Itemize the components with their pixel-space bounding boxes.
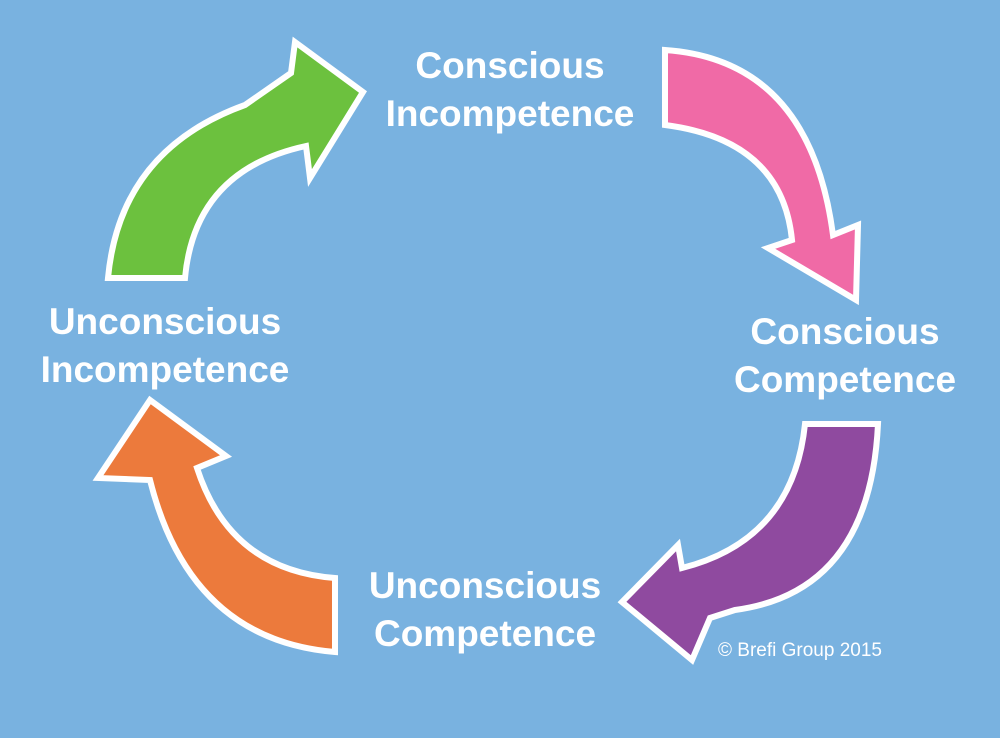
stage-label-line: Conscious [415,45,605,86]
purple-arrow [617,421,882,665]
stage-label-line: Competence [373,613,597,654]
stage-label-line: Incompetence [40,349,290,390]
stage-label-line: Conscious [750,311,940,352]
pink-arrow [662,46,862,306]
stage-label-line: Competence [733,359,957,400]
stage-unconscious-incompetence: Unconscious Incompetence [0,298,330,394]
stage-unconscious-competence: Unconscious Competence [320,562,650,658]
stage-conscious-incompetence: Conscious Incompetence [345,42,675,138]
stage-conscious-competence: Conscious Competence [690,308,1000,404]
stage-label-line: Incompetence [385,93,635,134]
stage-label-line: Unconscious [48,301,282,342]
stage-label-line: Unconscious [368,565,602,606]
orange-arrow [92,395,338,656]
copyright-notice: © Brefi Group 2015 [718,640,882,661]
green-arrow [104,36,368,281]
